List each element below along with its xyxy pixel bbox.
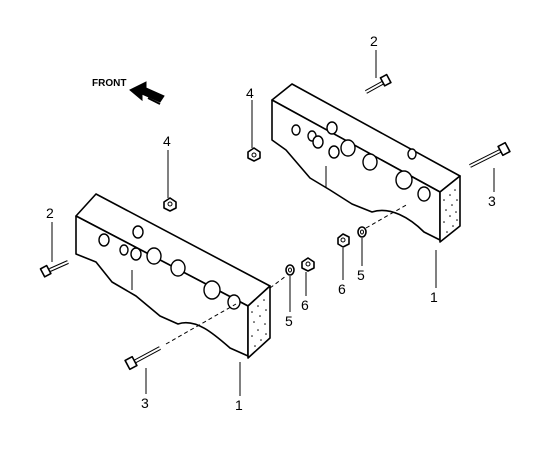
callout-washer-left: 5 bbox=[285, 313, 293, 329]
callout-bolt-long-left: 3 bbox=[141, 395, 149, 411]
callout-nut-side-right: 6 bbox=[338, 281, 346, 297]
weight-right bbox=[247, 73, 511, 248]
nut-top-left bbox=[163, 197, 177, 212]
washer-right bbox=[357, 226, 367, 238]
weight-left-end-face bbox=[247, 285, 271, 359]
weight-right-end-texture bbox=[443, 189, 458, 233]
callout-weight-left: 1 bbox=[235, 397, 243, 413]
callout-numbers: 2 4 3 5 6 1 4 2 5 6 3 1 bbox=[46, 33, 496, 413]
front-direction-indicator: FRONT bbox=[92, 78, 165, 105]
callout-nut-top-right: 4 bbox=[246, 85, 254, 101]
nut-top-right bbox=[247, 147, 261, 162]
nut-side-right bbox=[337, 233, 350, 248]
weight-left-holes bbox=[98, 225, 241, 310]
bolt-long-right bbox=[469, 141, 511, 168]
nut-side-left bbox=[301, 257, 315, 272]
weight-left bbox=[39, 193, 315, 371]
callout-bolt-short-left: 2 bbox=[46, 205, 54, 221]
weight-right-end-face bbox=[439, 175, 461, 243]
callout-bolt-long-right: 3 bbox=[488, 193, 496, 209]
callout-nut-top-left: 4 bbox=[163, 133, 171, 149]
callout-leaders-right bbox=[251, 50, 495, 288]
front-arrow-icon bbox=[129, 81, 165, 105]
weight-left-end-texture bbox=[251, 299, 267, 347]
callout-leaders-left bbox=[51, 150, 307, 396]
callout-bolt-short-right: 2 bbox=[370, 33, 378, 49]
callout-weight-right: 1 bbox=[430, 289, 438, 305]
weight-right-holes bbox=[291, 121, 431, 202]
bolt-short-right bbox=[365, 73, 392, 94]
weight-left-front-face bbox=[75, 215, 249, 357]
callout-washer-right: 5 bbox=[357, 267, 365, 283]
bolt-short-left bbox=[39, 260, 69, 278]
callout-nut-side-left: 6 bbox=[301, 297, 309, 313]
washer-left bbox=[285, 264, 295, 276]
bolt-long-left bbox=[124, 346, 161, 371]
front-label: FRONT bbox=[92, 78, 126, 89]
